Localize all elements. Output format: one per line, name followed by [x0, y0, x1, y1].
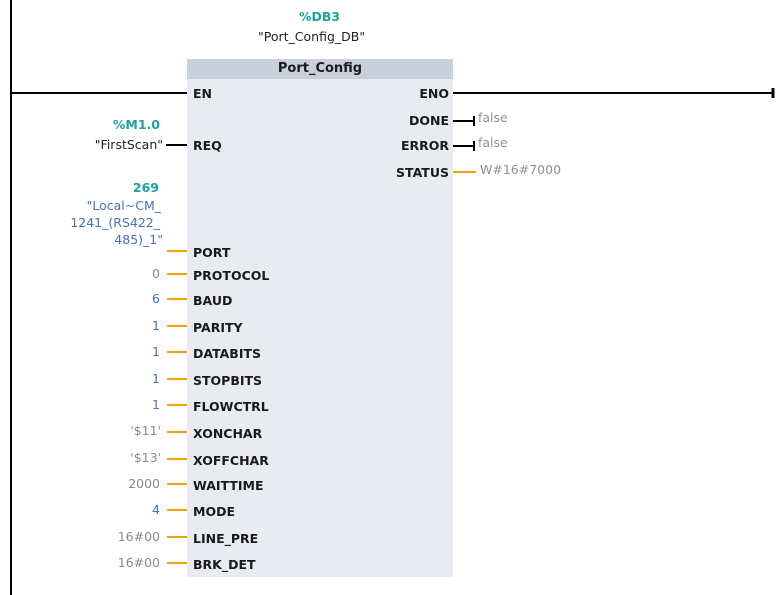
pin-done: DONE: [408, 113, 449, 128]
pin-xoffchar: XOFFCHAR: [193, 453, 269, 468]
protocol-operand[interactable]: 0: [152, 266, 160, 281]
instance-db-address: %DB3: [299, 9, 341, 24]
pin-flowctrl: FLOWCTRL: [193, 399, 269, 414]
status-value[interactable]: W#16#7000: [480, 162, 562, 177]
req-address: %M1.0: [112, 117, 160, 132]
req-operand[interactable]: "FirstScan": [94, 137, 163, 152]
waittime-operand[interactable]: 2000: [128, 476, 160, 491]
port-operand-line2[interactable]: 1241_(RS422_: [70, 215, 160, 230]
instance-db-name[interactable]: "Port_Config_DB": [258, 29, 366, 44]
pin-status: STATUS: [396, 165, 449, 180]
pin-databits: DATABITS: [193, 346, 262, 361]
parameter-wires: [167, 250, 187, 564]
pin-stopbits: STOPBITS: [193, 373, 263, 388]
pin-error: ERROR: [400, 138, 449, 153]
parity-operand[interactable]: 1: [152, 318, 160, 333]
pin-eno: ENO: [419, 86, 449, 101]
xonchar-operand[interactable]: '$11': [130, 423, 161, 438]
error-value[interactable]: false: [478, 135, 508, 150]
pin-req: REQ: [193, 138, 222, 153]
stopbits-operand[interactable]: 1: [152, 371, 160, 386]
block-title[interactable]: Port_Config: [187, 59, 453, 79]
pin-port: PORT: [193, 245, 231, 260]
pin-brk-det: BRK_DET: [193, 557, 256, 572]
baud-operand[interactable]: 6: [152, 291, 160, 306]
port-operand-line1[interactable]: "Local~CM_: [86, 198, 161, 213]
pin-line-pre: LINE_PRE: [193, 531, 259, 546]
pin-xonchar: XONCHAR: [193, 426, 263, 441]
mode-operand[interactable]: 4: [152, 502, 160, 517]
databits-operand[interactable]: 1: [152, 344, 160, 359]
pin-baud: BAUD: [193, 293, 233, 308]
line-pre-operand[interactable]: 16#00: [117, 529, 160, 544]
function-block-body[interactable]: [187, 79, 453, 577]
pin-waittime: WAITTIME: [193, 478, 264, 493]
port-address: 269: [132, 180, 159, 195]
flowctrl-operand[interactable]: 1: [152, 397, 160, 412]
xoffchar-operand[interactable]: '$13': [130, 450, 161, 465]
port-operand-line3[interactable]: 485)_1": [114, 232, 163, 247]
pin-mode: MODE: [193, 504, 235, 519]
pin-protocol: PROTOCOL: [193, 268, 270, 283]
pin-en: EN: [193, 86, 213, 101]
pin-parity: PARITY: [193, 320, 243, 335]
brk-det-operand[interactable]: 16#00: [117, 555, 160, 570]
done-value[interactable]: false: [478, 110, 508, 125]
